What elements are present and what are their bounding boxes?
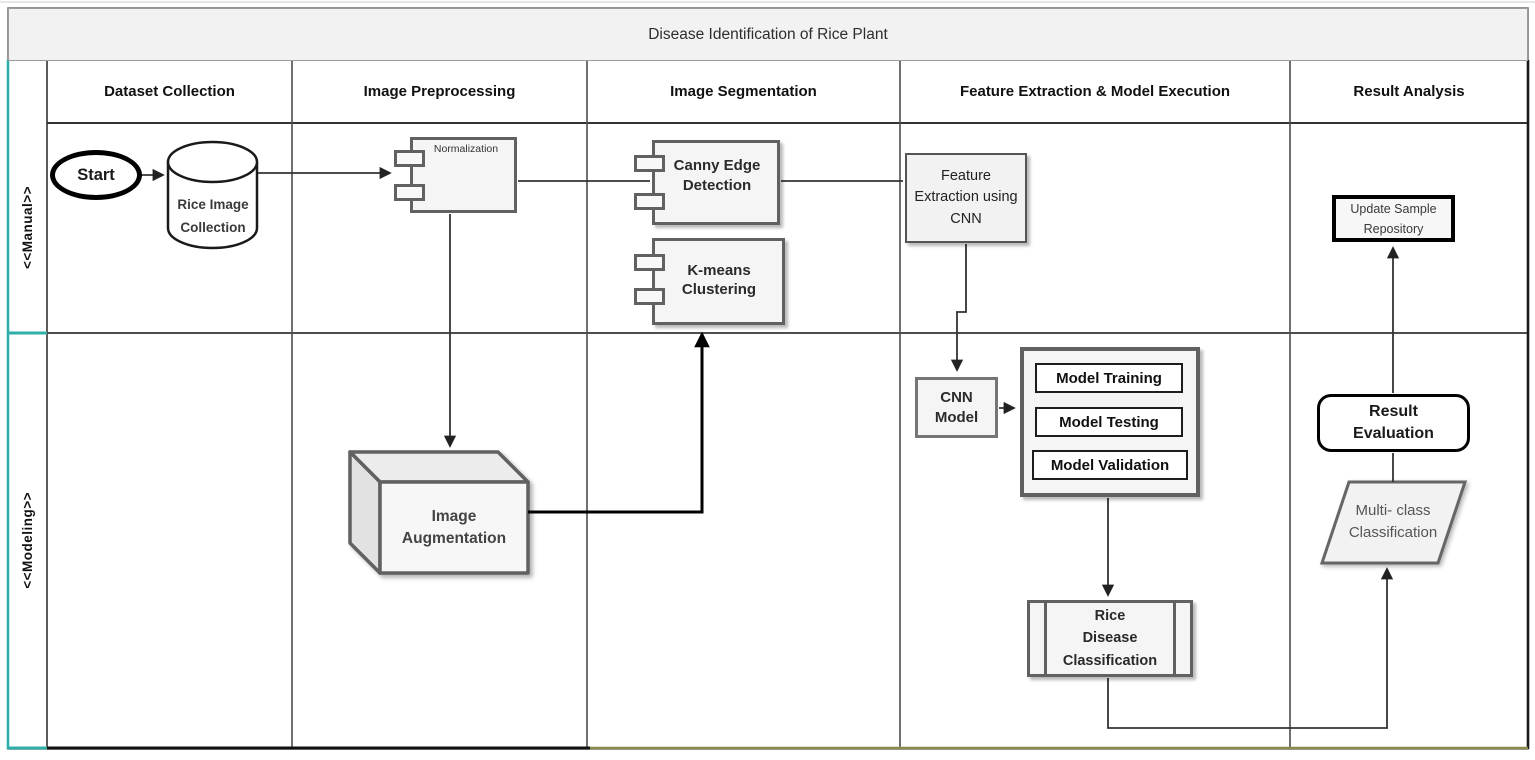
- diagram-title-band: Disease Identification of Rice Plant: [8, 8, 1528, 61]
- connector-feature-extraction-to-cnn-model: [950, 244, 967, 372]
- canny-port-top: [634, 155, 665, 172]
- multi-class-classification-label: Multi- class Classification: [1348, 502, 1438, 541]
- diagram-title: Disease Identification of Rice Plant: [648, 25, 888, 43]
- start-node: Start: [50, 150, 142, 200]
- canny-edge-detection-label: Canny Edge Detection: [673, 157, 761, 194]
- update-sample-repository-box: Update Sample Repository: [1332, 195, 1455, 242]
- connector-image-augmentation-to-kmeans: [528, 331, 710, 514]
- start-label: Start: [77, 165, 115, 184]
- rice-image-collection-cylinder: [166, 140, 259, 250]
- rice-disease-classification-box: [1027, 600, 1193, 677]
- feature-extraction-cnn-box: Feature Extraction using CNN: [905, 153, 1027, 243]
- lane-label-manual: <<Manual>>: [19, 186, 35, 270]
- normalization-component: [410, 137, 517, 213]
- canny-edge-detection-component: [652, 140, 780, 225]
- pool-grid: [6, 7, 1530, 750]
- connectors: [141, 166, 1400, 729]
- model-testing-box: Model Testing: [1035, 407, 1183, 437]
- cnn-model-label: CNN Model: [934, 389, 979, 426]
- kmeans-port-bottom: [634, 288, 665, 305]
- column-header-dataset-collection: Dataset Collection: [104, 83, 235, 100]
- result-evaluation-label: Result Evaluation: [1353, 402, 1434, 442]
- column-header-image-preprocessing: Image Preprocessing: [363, 83, 516, 100]
- kmeans-clustering-label: K-means Clustering: [681, 261, 757, 299]
- column-header-feature-extraction: Feature Extraction & Model Execution: [959, 83, 1231, 100]
- model-validation-label: Model Validation: [1050, 456, 1170, 474]
- rice-disease-classification-label: Rice Disease Classification: [1062, 607, 1158, 669]
- rice-image-collection-label: Rice Image Collection: [177, 197, 249, 235]
- multi-class-classification-parallelogram: [1319, 480, 1468, 565]
- canny-port-bottom: [634, 193, 665, 210]
- rice-disease-left-bar: [1044, 602, 1047, 675]
- kmeans-clustering-component: [652, 238, 785, 325]
- image-augmentation-cube: [348, 450, 530, 575]
- model-training-box: Model Training: [1035, 363, 1183, 393]
- cnn-model-box: CNN Model: [915, 377, 998, 438]
- model-validation-box: Model Validation: [1032, 450, 1188, 480]
- normalization-label: Normalization: [433, 143, 499, 155]
- result-evaluation-box: Result Evaluation: [1317, 394, 1470, 452]
- image-augmentation-label: Image Augmentation: [401, 507, 507, 547]
- feature-extraction-cnn-label: Feature Extraction using CNN: [914, 168, 1018, 227]
- column-header-result-analysis: Result Analysis: [1353, 83, 1465, 100]
- model-training-label: Model Training: [1056, 369, 1162, 387]
- normalization-port-bottom: [394, 184, 425, 201]
- connector-rice-disease-to-multi-class: [1107, 567, 1394, 729]
- kmeans-port-top: [634, 254, 665, 271]
- column-header-image-segmentation: Image Segmentation: [670, 83, 817, 100]
- rice-disease-right-bar: [1173, 602, 1176, 675]
- lane-label-modeling: <<Modeling>>: [19, 491, 35, 589]
- update-sample-repository-label: Update Sample Repository: [1350, 201, 1437, 236]
- model-testing-label: Model Testing: [1059, 413, 1159, 431]
- normalization-port-top: [394, 150, 425, 167]
